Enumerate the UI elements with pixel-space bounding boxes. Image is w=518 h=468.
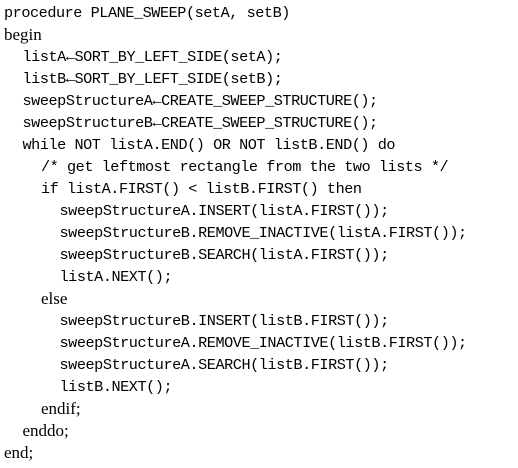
code-line: else (41, 289, 68, 308)
code-line: begin (4, 25, 42, 44)
code-line: listB.NEXT(); (59, 378, 173, 396)
code-line: sweepStructureB.INSERT(listB.FIRST()); (59, 312, 390, 330)
code-line: sweepStructureA.INSERT(listA.FIRST()); (59, 202, 390, 220)
code-line: while NOT listA.END() OR NOT listB.END()… (22, 136, 396, 154)
code-line: procedure PLANE_SWEEP(setA, setB) (4, 4, 290, 22)
code-line: if listA.FIRST() < listB.FIRST() then (41, 180, 362, 198)
code-line: sweepStructureB←CREATE_SWEEP_STRUCTURE()… (22, 114, 379, 132)
code-line: sweepStructureA←CREATE_SWEEP_STRUCTURE()… (22, 92, 379, 110)
code-line: listA.NEXT(); (59, 268, 173, 286)
code-line: sweepStructureB.REMOVE_INACTIVE(listA.FI… (59, 224, 468, 242)
code-line: enddo; (22, 421, 69, 440)
code-line: sweepStructureA.SEARCH(listB.FIRST()); (59, 356, 390, 374)
code-line: endif; (41, 399, 81, 418)
pseudocode-listing: procedure PLANE_SWEEP(setA, setB) begin li… (4, 2, 516, 464)
code-line: listA←SORT_BY_LEFT_SIDE(setA); (22, 48, 283, 66)
code-line: listB←SORT_BY_LEFT_SIDE(setB); (22, 70, 283, 88)
code-line: end; (4, 443, 34, 462)
code-line: sweepStructureB.SEARCH(listA.FIRST()); (59, 246, 390, 264)
code-line: sweepStructureA.REMOVE_INACTIVE(listB.FI… (59, 334, 468, 352)
code-line: /* get leftmost rectangle from the two l… (41, 158, 449, 176)
